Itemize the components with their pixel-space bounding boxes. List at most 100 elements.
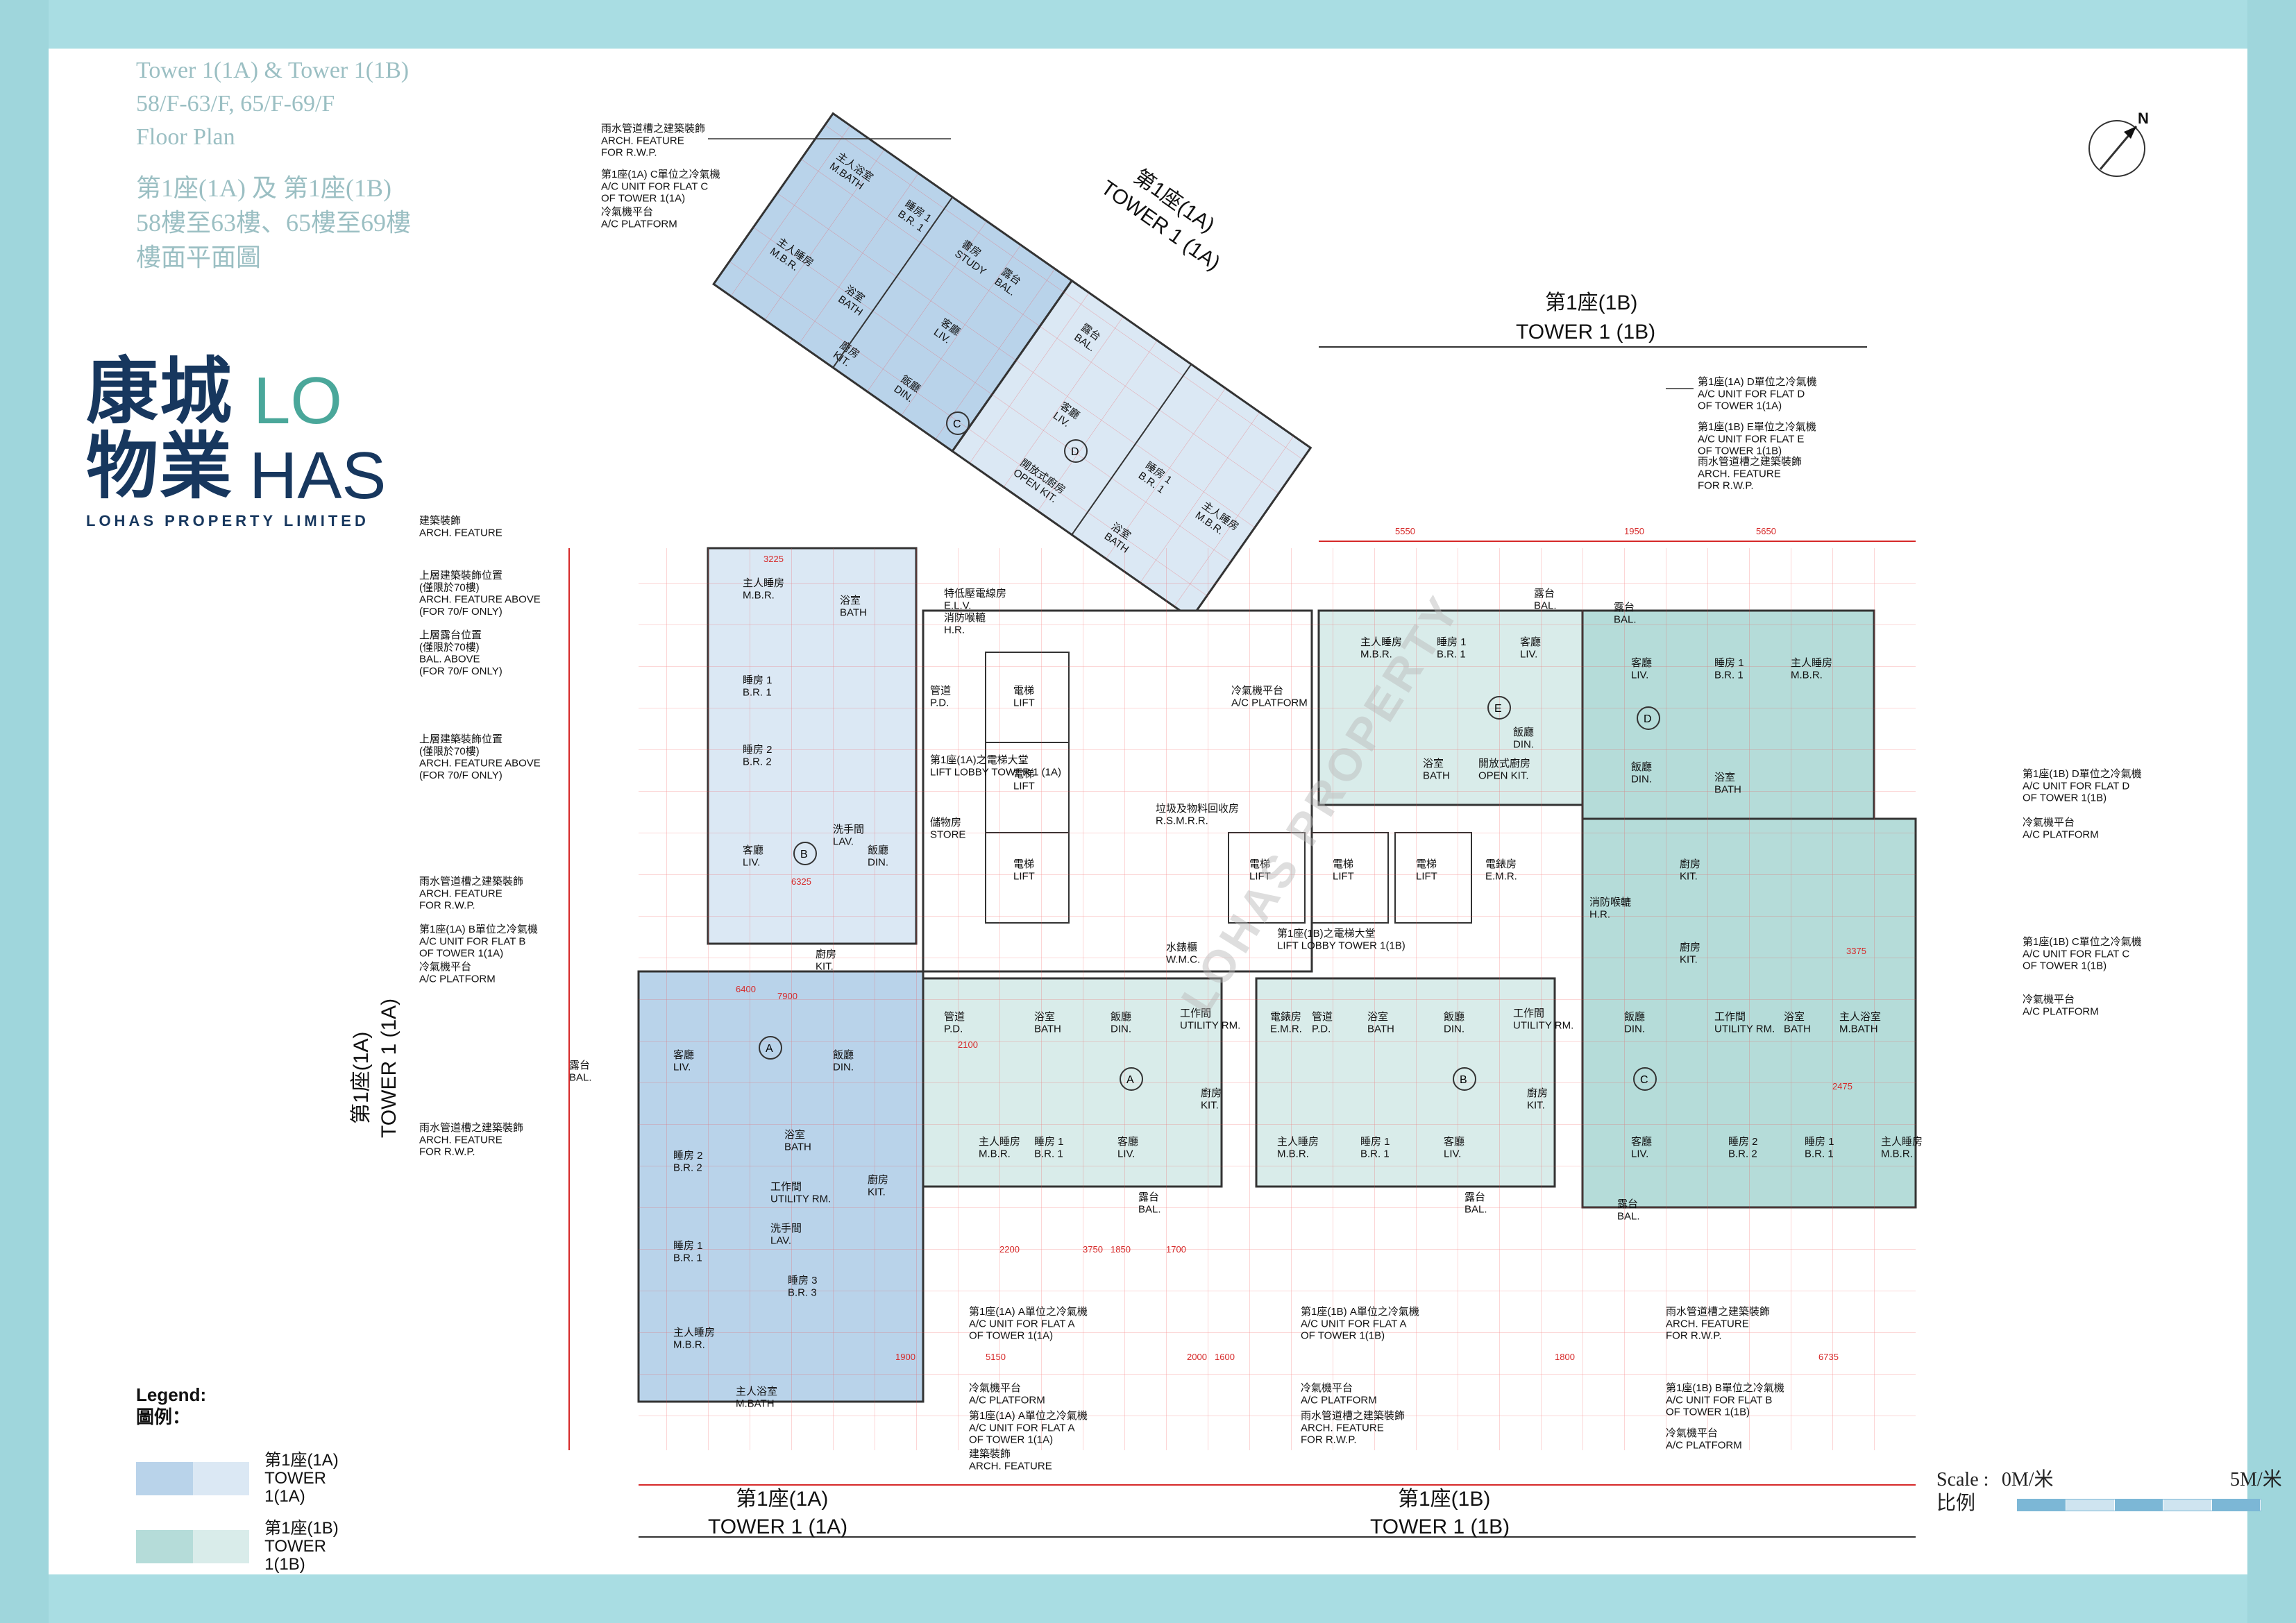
- title-en-line-2: 58/F-63/F, 65/F-69/F: [136, 91, 335, 117]
- scale-bar: Scale : 0M/米 5M/米 比例: [1936, 1464, 2282, 1514]
- dimension-value: 7900: [777, 991, 797, 1001]
- logo-chinese-line-2: 物業: [86, 423, 234, 509]
- svg-text:D: D: [1644, 713, 1652, 725]
- tower-1a-wing-gridlines: [714, 113, 1311, 619]
- dimension-value: 2000: [1187, 1352, 1207, 1362]
- flat-marker-a-1b: A: [1120, 1067, 1143, 1091]
- logo-brand-mark: LO HAS: [249, 364, 386, 513]
- dimension-value: 5650: [1756, 526, 1776, 536]
- scale-end: 5M/米: [2230, 1469, 2282, 1490]
- logo-brand-mark-text-1: LO: [253, 364, 342, 438]
- flat-marker-a-1a: A: [759, 1036, 782, 1060]
- annotation-bal-above: 上層露台位置(僅限於70樓)BAL. ABOVE(FOR 70/F ONLY): [419, 629, 503, 677]
- dimension-value: 5150: [986, 1352, 1006, 1362]
- svg-text:A: A: [766, 1043, 773, 1055]
- svg-text:D: D: [1071, 446, 1079, 458]
- logo-tagline: LOHAS PROPERTY LIMITED: [86, 512, 369, 529]
- flat-marker-b-1a: B: [793, 842, 817, 865]
- title-zh-line-1: 第1座(1A) 及 第1座(1B): [136, 174, 391, 202]
- page-header: Tower 1(1A) & Tower 1(1B) 58/F-63/F, 65/…: [136, 54, 411, 275]
- tower-1b-label-en-top: TOWER 1 (1B): [1516, 321, 1655, 343]
- dimension-value: 1850: [1111, 1244, 1131, 1255]
- tower-1b-label-en-bottom: TOWER 1 (1B): [1370, 1515, 1510, 1538]
- frame-right-fold: [2247, 0, 2296, 1623]
- dimension-value: 1600: [1215, 1352, 1235, 1362]
- dimension-value: 1800: [1555, 1352, 1575, 1362]
- tower-1a-label-zh-side: 第1座(1A): [350, 1032, 373, 1124]
- svg-text:E: E: [1494, 703, 1502, 715]
- svg-text:B: B: [1460, 1074, 1467, 1086]
- dimension-value: 3750: [1083, 1244, 1103, 1255]
- legend-swatch-tower-1a: [136, 1462, 250, 1495]
- tower-1a-label-en-side: TOWER 1 (1A): [378, 999, 400, 1138]
- logo-chinese-line-1: 康城: [86, 348, 234, 434]
- dimension-value: 6325: [791, 876, 811, 887]
- tower-1b-label-zh-top: 第1座(1B): [1545, 291, 1637, 314]
- dimension-value: 1900: [895, 1352, 915, 1362]
- legend: Legend: 圖例： 第1座(1A) TOWER 1(1A) 第1座(1B) …: [136, 1384, 339, 1574]
- flat-marker-c-1b: C: [1633, 1067, 1657, 1091]
- tower-1b-label-zh-bottom: 第1座(1B): [1398, 1488, 1490, 1511]
- title-zh-line-2: 58樓至63樓、65樓至69樓: [136, 209, 412, 237]
- north-arrow-icon: N: [2088, 111, 2149, 177]
- legend-label-1b-zh: 第1座(1B): [264, 1519, 339, 1538]
- title-zh-line-3: 樓面平面圖: [136, 244, 262, 271]
- flat-marker-e-1b: E: [1487, 696, 1511, 720]
- legend-title-en: Legend:: [136, 1384, 207, 1405]
- title-en-line-1: Tower 1(1A) & Tower 1(1B): [136, 58, 410, 83]
- dimension-value: 1700: [1166, 1244, 1186, 1255]
- dimension-value: 2200: [999, 1244, 1020, 1255]
- dimension-value: 5550: [1395, 526, 1415, 536]
- legend-label-1b-en: TOWER 1(1B): [264, 1537, 326, 1574]
